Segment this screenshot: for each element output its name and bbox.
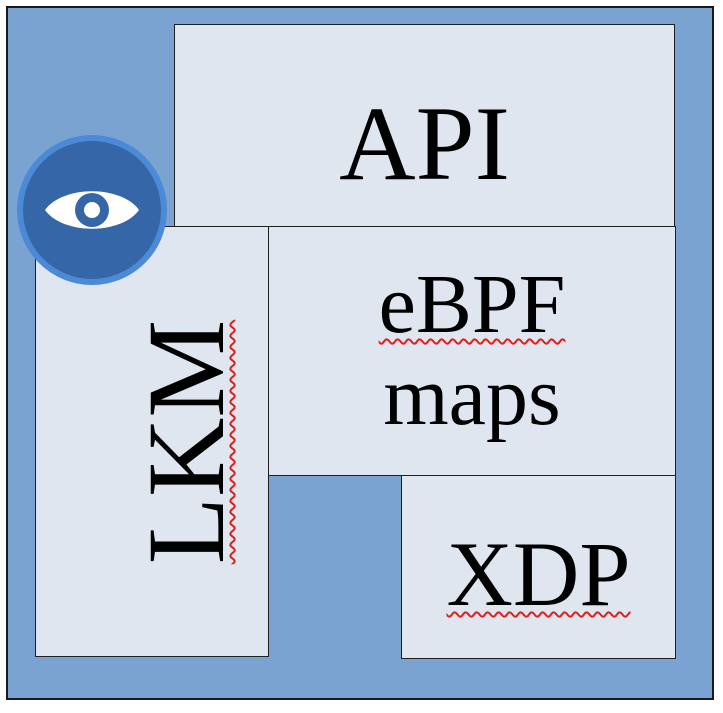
api-block: API: [174, 24, 675, 227]
ebpf-label-line1: eBPF: [378, 258, 566, 351]
api-label: API: [339, 85, 510, 202]
lkm-block: LKM: [35, 226, 269, 657]
ebpf-label-line2: maps: [383, 350, 561, 443]
ebpf-maps-block: eBPF maps: [268, 226, 676, 476]
ebpf-maps-label: eBPF maps: [269, 259, 675, 443]
xdp-label: XDP: [446, 523, 631, 625]
lkm-label: LKM: [125, 319, 247, 565]
eye-badge: [17, 135, 167, 285]
eye-icon: [45, 191, 139, 229]
xdp-block: XDP: [401, 475, 676, 659]
